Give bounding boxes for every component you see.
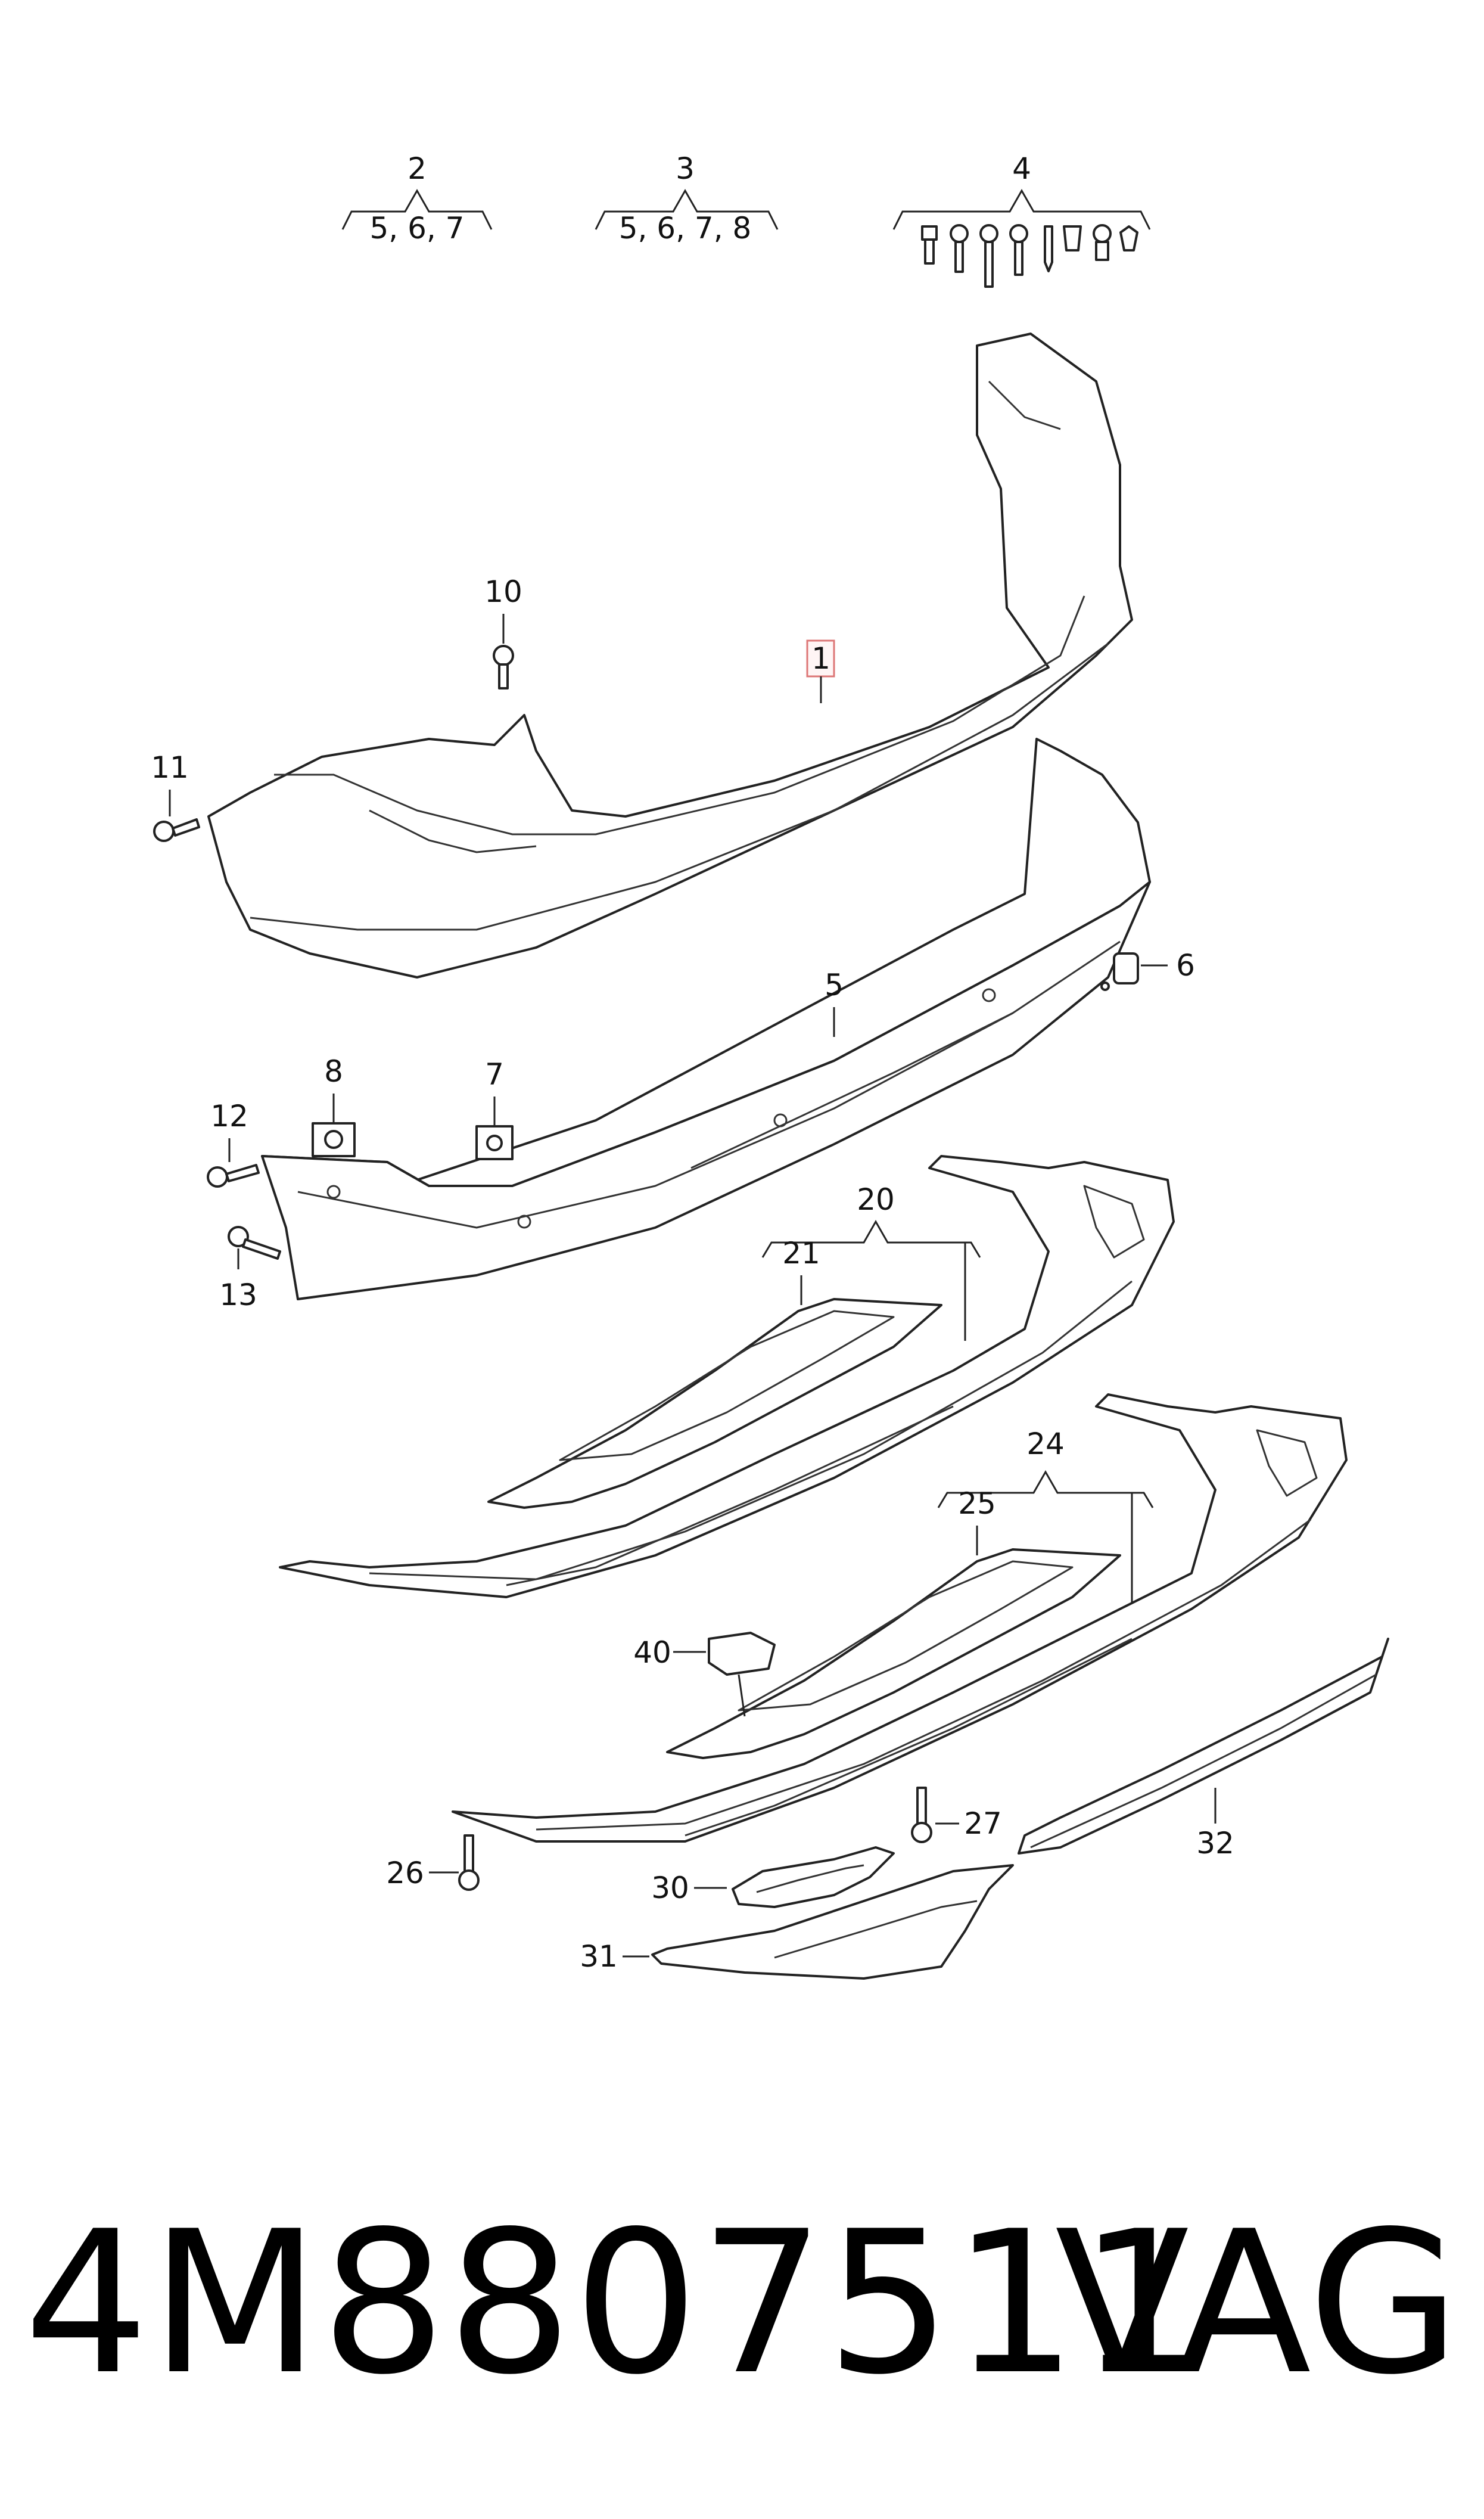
svg-text:21: 21	[782, 1236, 820, 1271]
brand-name: VAG	[1054, 2189, 1460, 2418]
nut-part-7: 7	[475, 1057, 514, 1160]
trim-part-25: 25	[666, 1486, 1121, 1759]
group-4-number: 4	[1012, 151, 1031, 186]
bumper-carrier-part-5	[261, 738, 1151, 1300]
part-number: 4M8807511	[24, 2189, 1205, 2418]
svg-text:32: 32	[1196, 1826, 1234, 1860]
label-1: 1	[806, 639, 835, 703]
svg-text:27: 27	[964, 1806, 1002, 1841]
svg-text:8: 8	[324, 1054, 343, 1089]
group-24-header: 24	[937, 1427, 1154, 1621]
label-5: 5	[825, 968, 844, 1037]
screw-part-26: 26	[386, 1834, 480, 1891]
connector-part-40: 40	[633, 1632, 776, 1717]
group-3-members: 5, 6, 7, 8	[619, 211, 752, 246]
screw-part-10: 10	[484, 574, 522, 689]
nut-part-8: 8	[312, 1054, 356, 1157]
bumper-cover-part-1	[207, 333, 1133, 979]
svg-text:1: 1	[811, 641, 830, 676]
trim-part-21: 21	[487, 1236, 942, 1509]
group-20-header: 20	[761, 1182, 981, 1341]
svg-text:6: 6	[1176, 948, 1195, 983]
group-2-header: 2 5, 6, 7	[341, 151, 493, 246]
diffuser-part-24	[452, 1393, 1348, 1843]
svg-text:31: 31	[580, 1939, 618, 1974]
group-4-header: 4	[892, 151, 1151, 288]
group-3-number: 3	[676, 151, 695, 186]
svg-text:10: 10	[484, 574, 522, 609]
screw-part-27: 27	[911, 1787, 1002, 1843]
screw-part-13: 13	[219, 1226, 281, 1312]
svg-text:11: 11	[151, 750, 189, 785]
svg-text:40: 40	[633, 1635, 671, 1670]
svg-text:26: 26	[386, 1856, 424, 1890]
group-2-members: 5, 6, 7	[369, 211, 464, 246]
svg-text:13: 13	[219, 1278, 257, 1312]
svg-text:30: 30	[651, 1871, 689, 1905]
group-3-header: 3 5, 6, 7, 8	[595, 151, 779, 246]
diffuser-part-20	[279, 1155, 1175, 1598]
svg-text:24: 24	[1026, 1427, 1065, 1461]
svg-text:25: 25	[958, 1486, 996, 1521]
clip-part-6: 6	[1100, 948, 1195, 991]
screw-part-12: 12	[207, 1099, 260, 1188]
svg-text:7: 7	[485, 1057, 504, 1092]
svg-text:20: 20	[857, 1182, 895, 1217]
trim-part-30: 30	[651, 1846, 895, 1908]
fastener-set-icon	[921, 224, 1138, 288]
trim-part-31: 31	[580, 1864, 1014, 1980]
svg-text:5: 5	[825, 968, 844, 1002]
group-2-number: 2	[407, 151, 427, 186]
trim-strip-part-32: 32	[1018, 1638, 1389, 1860]
screw-part-11: 11	[151, 750, 200, 842]
svg-text:12: 12	[210, 1099, 248, 1133]
